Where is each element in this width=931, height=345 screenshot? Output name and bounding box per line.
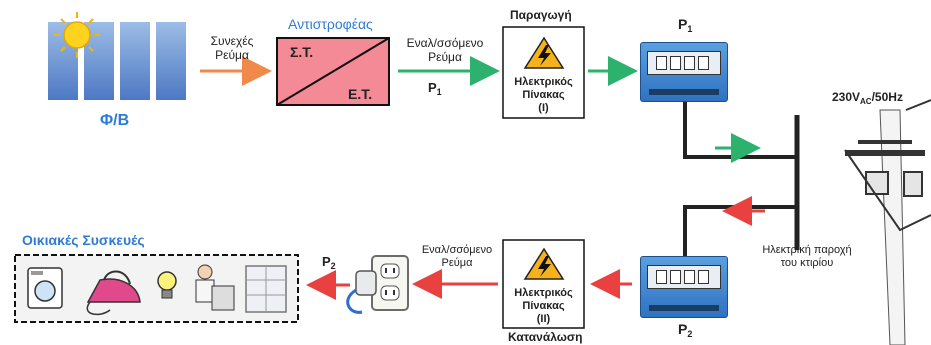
socket-icon <box>371 255 409 311</box>
ac-current-top-label: Εναλ/σσόμενο Ρεύμα <box>396 36 494 64</box>
meter1-subscript: 1 <box>687 24 693 34</box>
grid-supply-label: Ηλεκτρική παροχή του κτιρίου <box>752 244 862 270</box>
inverter-ac-label: Ε.Τ. <box>348 86 373 102</box>
meter-icon <box>640 42 728 102</box>
panel2-line-1: Ηλεκτρικός <box>514 287 573 299</box>
dc-current-line-2: Ρεύμα <box>215 48 249 62</box>
grid-voltage-value: 230V <box>832 90 861 104</box>
sun-icon <box>54 12 100 58</box>
panel1-label: Ηλεκτρικός Πίνακας (Ι) <box>503 76 584 115</box>
meter-icon <box>640 256 728 318</box>
panel2-line-3: (ΙΙ) <box>536 313 551 325</box>
p1-mid-label: P1 <box>428 80 442 97</box>
grid-supply-line-2: του κτιρίου <box>780 257 834 269</box>
panel2-line-2: Πίνακας <box>522 300 565 312</box>
ac-current-bottom-label: Εναλ/σσόμενο Ρεύμα <box>412 244 502 270</box>
dc-current-line-1: Συνεχές <box>210 34 254 48</box>
meter2-letter: P <box>678 321 688 337</box>
pv-label: Φ/Β <box>100 112 130 129</box>
ac-current-top-line-2: Ρεύμα <box>428 50 462 64</box>
lightbulb-icon <box>157 271 177 299</box>
p1-mid-subscript: 1 <box>436 87 442 97</box>
consumption-label: Κατανάλωση <box>508 330 583 344</box>
appliances-title: Οικιακές Συσκευές <box>22 232 145 248</box>
p2-left-label: P2 <box>322 254 336 271</box>
plug-icon <box>346 270 377 314</box>
panel1-line-3: (Ι) <box>538 102 549 114</box>
grid-voltage-subscript: AC <box>860 97 872 106</box>
utility-pole-icon <box>844 99 931 345</box>
meter1-letter: P <box>678 16 688 32</box>
meter2-subscript: 2 <box>687 329 693 339</box>
p2-subscript: 2 <box>330 261 336 271</box>
meter2-label: P2 <box>678 321 692 339</box>
grid-frequency: /50Hz <box>871 90 903 104</box>
grid-voltage-label: 230VAC/50Hz <box>832 90 903 106</box>
warning-icon <box>523 36 565 69</box>
p1-mid-letter: P <box>428 80 437 95</box>
inverter-title: Αντιστροφέας <box>288 16 373 32</box>
ac-current-bottom-line-2: Ρεύμα <box>441 257 473 269</box>
inverter-box <box>276 37 390 106</box>
ac-current-top-line-1: Εναλ/σσόμενο <box>406 36 484 50</box>
person-cooking-icon <box>195 264 235 311</box>
p2-letter: P <box>322 254 331 269</box>
panel2-label: Ηλεκτρικός Πίνακας (ΙΙ) <box>503 287 584 326</box>
inverter-dc-label: Σ.Τ. <box>290 44 314 60</box>
appliance-icon <box>245 265 287 313</box>
panel1-line-2: Πίνακας <box>522 89 565 101</box>
grid-supply-line-1: Ηλεκτρική παροχή <box>762 244 852 256</box>
washing-machine-icon <box>27 267 63 309</box>
wire-bottom <box>683 205 795 258</box>
warning-icon <box>523 247 565 280</box>
dc-current-label: Συνεχές Ρεύμα <box>202 34 262 62</box>
iron-icon <box>86 270 141 316</box>
meter1-label: P1 <box>678 16 692 34</box>
panel1-line-1: Ηλεκτρικός <box>514 76 573 88</box>
ac-current-bottom-line-1: Εναλ/σσόμενο <box>421 244 493 256</box>
production-label: Παραγωγή <box>510 8 572 22</box>
